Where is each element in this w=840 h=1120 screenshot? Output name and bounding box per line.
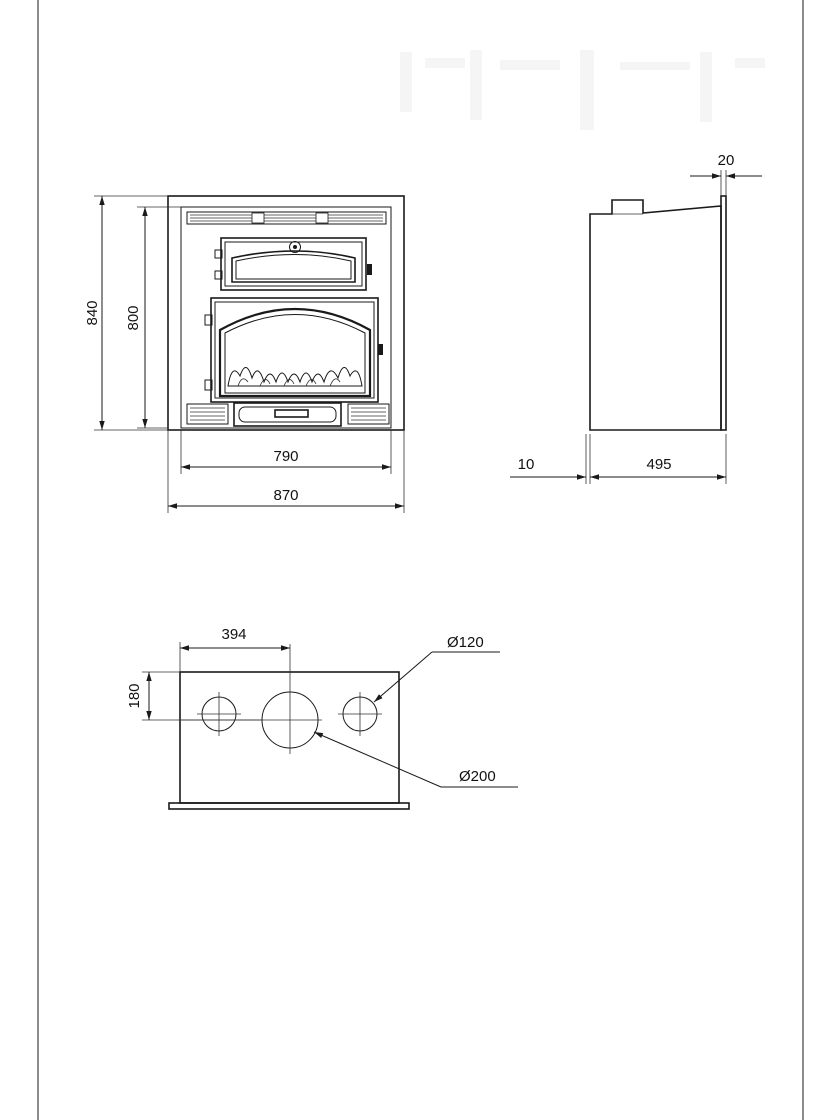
dim-front-offset-label: 10	[518, 456, 535, 473]
small-diameter-label: Ø120	[447, 634, 484, 651]
dim-overall-height: 840	[84, 195, 168, 431]
dim-overall-width: 870	[167, 430, 405, 513]
dim-flue-offset-label: 394	[221, 626, 246, 643]
flame-decoration	[227, 367, 363, 387]
dim-body-width: 790	[180, 430, 392, 474]
dim-front-offset: 10	[510, 434, 591, 484]
flue-small-left	[197, 692, 241, 736]
dim-overall-width-label: 870	[273, 487, 298, 504]
dim-flue-offset: 394	[179, 626, 290, 672]
dim-flue-setback-label: 180	[126, 683, 143, 708]
dim-flue-setback: 180	[126, 671, 262, 721]
leader-small-diameter: Ø120	[373, 634, 500, 703]
large-diameter-label: Ø200	[459, 768, 496, 785]
fire-door	[204, 297, 383, 403]
ghost-watermark	[400, 50, 765, 130]
flue-large-center	[180, 644, 322, 754]
top-vent-grille	[186, 211, 387, 225]
front-inner-body	[180, 206, 392, 429]
front-outer-frame	[167, 195, 405, 431]
top-front-plate	[168, 802, 410, 810]
dim-overall-height-label: 840	[84, 300, 101, 325]
dim-body-width-label: 790	[273, 448, 298, 465]
bottom-vents	[186, 403, 390, 425]
upper-door-knob-icon	[289, 241, 301, 253]
front-view: 840 800 790 870	[84, 195, 405, 513]
top-view: 394 180 Ø120 Ø200	[126, 626, 518, 810]
dim-depth: 495	[590, 434, 727, 484]
flue-small-right	[338, 692, 382, 736]
leader-large-diameter: Ø200	[313, 731, 518, 788]
dim-body-height-label: 800	[125, 305, 142, 330]
dim-plate-thickness: 20	[690, 152, 762, 196]
dim-body-height: 800	[125, 206, 181, 429]
ash-drawer	[233, 402, 342, 427]
side-view: 20 10 495	[510, 152, 762, 484]
dim-plate-thickness-label: 20	[718, 152, 735, 169]
side-front-plate	[720, 195, 727, 431]
dim-depth-label: 495	[646, 456, 671, 473]
side-body-outline	[589, 199, 722, 431]
upper-oven-door	[214, 237, 372, 291]
sheet-border	[37, 0, 804, 1120]
